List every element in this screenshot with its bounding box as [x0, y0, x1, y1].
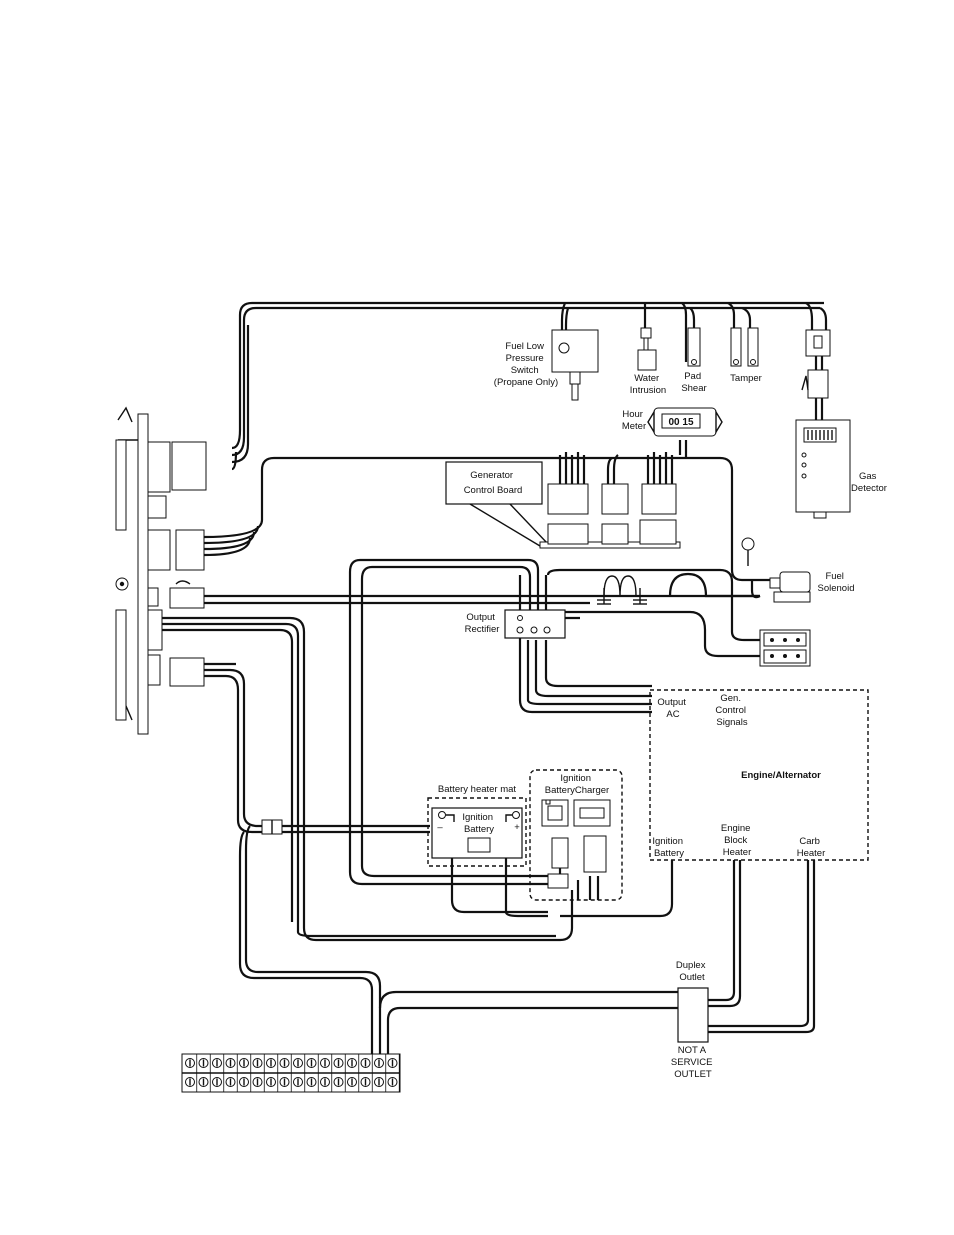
output-rectifier-label: Output Rectifier	[465, 612, 500, 635]
not-a-service-outlet-label: NOT A SERVICE OUTLET	[671, 1045, 715, 1080]
gas-detector	[795, 329, 851, 519]
pad-shear-switch	[687, 327, 701, 367]
hour-meter: 00 15	[647, 407, 723, 437]
ignition-battery-charger-label: Ignition BatteryCharger	[545, 773, 609, 796]
output-terminal-block	[759, 629, 811, 667]
water-intrusion-label: Water Intrusion	[630, 373, 666, 396]
terminal-strip	[181, 1053, 401, 1093]
duplex-outlet	[677, 987, 709, 1043]
battery-minus-label: –	[437, 822, 443, 833]
battery-heater-mat-label: Battery heater mat	[438, 784, 517, 795]
gas-detector-label: Gas Detector	[851, 471, 887, 494]
connector-rectifier	[169, 587, 205, 609]
tamper-switches	[730, 327, 759, 367]
engine-ignition-battery-label: Ignition Battery	[652, 836, 685, 859]
hour-meter-label: Hour Meter	[622, 409, 646, 432]
ignition-battery-label: Ignition Battery	[462, 812, 495, 835]
duplex-outlet-label: Duplex Outlet	[676, 960, 708, 983]
engine-alternator-label: Engine/Alternator	[741, 770, 821, 781]
carb-heater-label: Carb Heater	[797, 836, 826, 859]
generator-control-board-label: Generator Control Board	[464, 470, 523, 496]
pad-shear-label: Pad Shear	[681, 371, 706, 394]
main-control-panel	[115, 406, 207, 735]
hour-meter-display: 00 15	[668, 417, 693, 428]
engine-block-heater-label: Engine Block Heater	[721, 823, 753, 858]
output-ac-label: Output AC	[657, 697, 688, 720]
connector-lower	[169, 657, 205, 687]
wiring-harness	[162, 301, 828, 1054]
tamper-label: Tamper	[730, 373, 762, 384]
connector-middle	[175, 529, 205, 571]
connector-upper	[171, 441, 207, 491]
output-rectifier	[504, 609, 566, 639]
ignition-battery-charger	[529, 769, 623, 901]
gen-control-signals-label: Gen. Control Signals	[715, 693, 748, 728]
fuel-low-pressure-label: Fuel Low Pressure Switch (Propane Only)	[494, 341, 558, 388]
battery-heater-mat	[427, 797, 527, 867]
engine-alternator-box	[649, 689, 869, 861]
generator-control-board	[445, 461, 681, 549]
fuel-low-pressure-switch	[551, 329, 599, 401]
fuel-solenoid-label: Fuel Solenoid	[818, 571, 855, 594]
battery-plus-label: +	[514, 822, 520, 833]
water-intrusion-sensor	[637, 327, 657, 371]
fuel-solenoid	[741, 537, 811, 603]
